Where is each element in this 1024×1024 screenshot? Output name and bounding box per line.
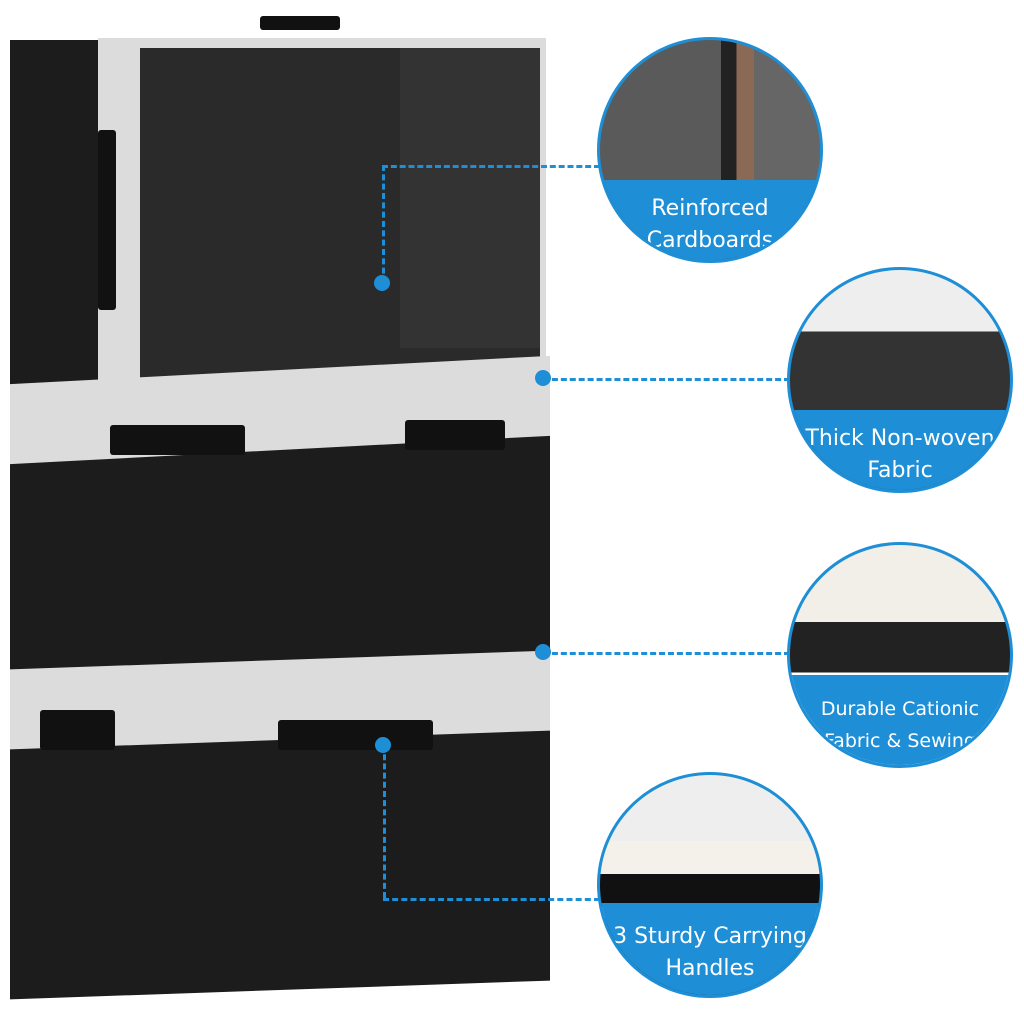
top-bin-handle bbox=[260, 16, 340, 30]
feature-label: Reinforced bbox=[651, 196, 769, 221]
connector-dot bbox=[535, 370, 551, 386]
feature-label: 3 Sturdy Carrying bbox=[613, 924, 807, 949]
feature-label: Cardboards bbox=[646, 228, 774, 253]
top-bin-side-handle bbox=[98, 130, 116, 310]
top-bin-back-wall bbox=[400, 48, 540, 348]
connector-dot bbox=[535, 644, 551, 660]
connector-dot bbox=[375, 737, 391, 753]
middle-bin-handle-left bbox=[110, 425, 245, 455]
connector-line bbox=[382, 165, 600, 168]
bottom-bin-body bbox=[10, 730, 550, 1000]
top-bin-side bbox=[10, 40, 110, 390]
connector-line bbox=[383, 745, 386, 898]
connector-line bbox=[382, 165, 385, 283]
connector-line bbox=[383, 898, 600, 901]
bottom-bin-handle-left bbox=[40, 710, 115, 750]
feature-label: Durable Cationic bbox=[820, 698, 980, 720]
connector-line bbox=[543, 652, 790, 655]
feature-label: Handles bbox=[665, 956, 755, 981]
feature-label: Thick Non-woven bbox=[805, 426, 995, 451]
connector-line bbox=[543, 378, 790, 381]
middle-bin-handle-right bbox=[405, 420, 505, 450]
connector-dot bbox=[374, 275, 390, 291]
feature-label: Fabric & Sewing bbox=[824, 730, 976, 752]
bottom-bin-handle-front bbox=[278, 720, 433, 750]
feature-label: Fabric bbox=[867, 458, 933, 483]
